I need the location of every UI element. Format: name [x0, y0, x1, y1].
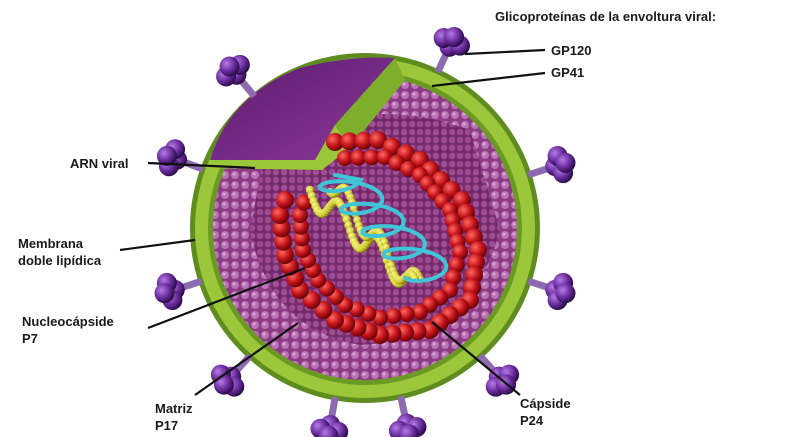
- label-matriz-line2: P17: [155, 417, 193, 434]
- label-nucleocapside-line2: P7: [22, 330, 114, 347]
- label-nucleocapside-line1: Nucleocápside: [22, 313, 114, 330]
- label-matriz-line1: Matriz: [155, 400, 193, 417]
- capsid-subunit: [276, 191, 294, 209]
- label-arn-viral: ARN viral: [70, 155, 129, 172]
- gp120-knob: [555, 283, 575, 303]
- label-membrana: Membrana doble lipídica: [18, 235, 101, 269]
- heading: Glicoproteínas de la envoltura viral:: [495, 8, 716, 25]
- label-gp41: GP41: [551, 64, 584, 81]
- label-membrana-line1: Membrana: [18, 235, 101, 252]
- label-matriz: Matriz P17: [155, 400, 193, 434]
- label-capside-line1: Cápside: [520, 395, 571, 412]
- gp120-knob: [555, 153, 575, 173]
- gp120-knob: [444, 27, 464, 47]
- gp120-knob: [155, 283, 175, 303]
- gp120-knob: [214, 375, 234, 395]
- label-gp120: GP120: [551, 42, 591, 59]
- label-capside: Cápside P24: [520, 395, 571, 429]
- label-membrana-line2: doble lipídica: [18, 252, 101, 269]
- label-capside-line2: P24: [520, 412, 571, 429]
- gp120-knob: [220, 57, 240, 77]
- label-nucleocapside: Nucleocápside P7: [22, 313, 114, 347]
